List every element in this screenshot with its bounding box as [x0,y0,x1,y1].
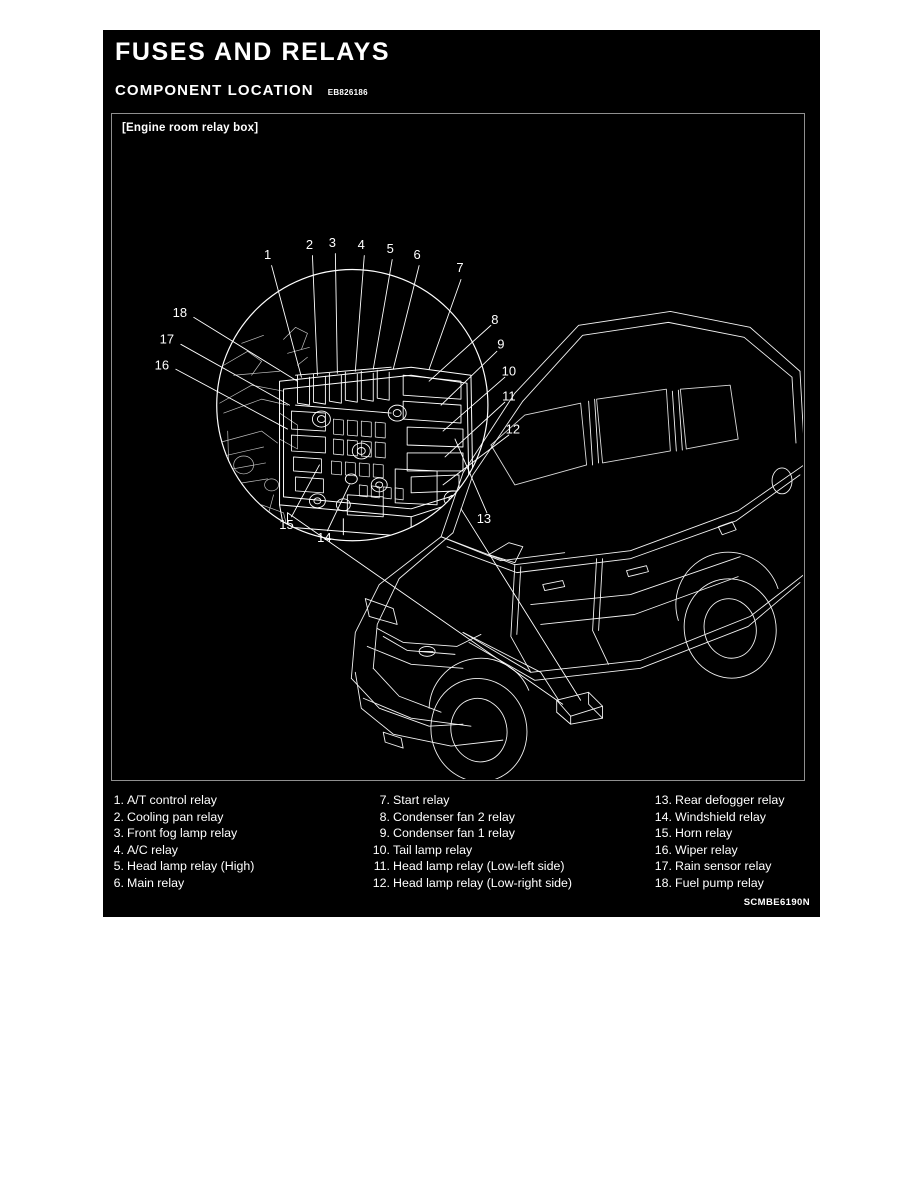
callout-number-2: 2 [306,237,313,252]
legend-item-label: Rain sensor relay [675,859,772,874]
callout-number-6: 6 [414,247,421,262]
legend-item-number: 3. [113,826,124,841]
legend-item-number: 2. [113,809,124,824]
legend: 1. A/T control relay 2. Cooling pan rela… [111,792,811,892]
callout-number-3: 3 [329,235,336,250]
section-title: COMPONENT LOCATION [115,82,314,99]
callout-number-4: 4 [358,237,365,252]
legend-column-1: 1. A/T control relay 2. Cooling pan rela… [111,792,369,892]
callout-number-5: 5 [387,241,394,256]
suv-line-drawing [350,310,803,780]
section-heading-row: COMPONENT LOCATION EB826186 [115,82,368,99]
legend-item-label: Rear defogger relay [675,793,785,807]
legend-item-label: A/T control relay [127,793,217,807]
legend-column-3: 13. Rear defogger relay 14. Windshield r… [651,792,811,892]
section-reference-code: EB826186 [327,88,368,97]
callout-number-8: 8 [491,312,498,327]
content-panel: FUSES AND RELAYS COMPONENT LOCATION EB82… [103,30,820,917]
callout-number-17: 17 [160,332,174,347]
figure-caption: [Engine room relay box] [122,122,259,134]
legend-item: 8. Condenser fan 2 relay [369,809,651,826]
callout-number-9: 9 [497,337,504,352]
callout-number-10: 10 [502,364,516,379]
legend-item: 5. Head lamp relay (High) [111,858,369,875]
legend-item: 14. Windshield relay [651,809,811,826]
legend-item-label: Head lamp relay (High) [127,859,255,874]
callout-number-1: 1 [264,247,271,262]
legend-item-number: 6. [113,875,124,890]
legend-item-label: Start relay [393,793,450,807]
legend-item-number: 14. [654,809,672,824]
legend-item: 12. Head lamp relay (Low-right side) [369,875,651,892]
relay-left-blocks [291,410,326,494]
legend-item-label: Condenser fan 2 relay [393,809,515,824]
callout-number-18: 18 [173,305,187,320]
figure-id: SCMBE6190N [743,897,810,908]
legend-item: 16. Wiper relay [651,842,811,859]
legend-item-number: 15. [654,826,672,841]
legend-item-number: 16. [654,842,672,857]
legend-column-2: 7. Start relay 8. Condenser fan 2 relay … [369,792,651,892]
callout-number-12: 12 [506,421,520,436]
relay-top-row [295,366,392,414]
legend-item-label: Tail lamp relay [393,842,473,857]
legend-item-number: 18. [654,875,672,890]
legend-item: 2. Cooling pan relay [111,809,369,826]
legend-item-number: 17. [654,859,672,874]
legend-item-number: 12. [372,875,390,890]
callout-number-13: 13 [477,511,491,526]
legend-item: 9. Condenser fan 1 relay [369,825,651,842]
relay-box-location-marker [556,691,604,717]
legend-item: 4. A/C relay [111,842,369,859]
legend-item: 15. Horn relay [651,825,811,842]
legend-item-label: Head lamp relay (Low-right side) [393,875,573,890]
callout-number-11: 11 [502,389,515,404]
callout-number-16: 16 [155,358,169,373]
legend-item-number: 4. [113,842,124,857]
legend-item-label: Condenser fan 1 relay [393,826,515,841]
legend-item: 17. Rain sensor relay [651,858,811,875]
callout-number-14: 14 [317,530,331,545]
legend-item-number: 9. [379,826,390,841]
legend-item-label: Main relay [127,875,185,890]
legend-item-label: Cooling pan relay [127,809,224,824]
legend-item: 6. Main relay [111,875,369,892]
legend-item: 10. Tail lamp relay [369,842,651,859]
engine-room-relay-box-detail [217,327,488,541]
callout-number-15: 15 [279,517,293,532]
legend-item-number: 5. [113,859,124,874]
magnifier-circle [216,268,489,542]
legend-item-number: 7. [379,793,390,807]
legend-item-label: Front fog lamp relay [127,826,238,841]
legend-item-number: 8. [379,809,390,824]
fuse-grid [331,418,404,501]
legend-item-label: Windshield relay [675,809,766,824]
legend-item: 11. Head lamp relay (Low-left side) [369,858,651,875]
legend-item: 7. Start relay [369,792,651,809]
legend-item-number: 13. [654,793,672,807]
callout-number-7: 7 [456,260,463,275]
page-title: FUSES AND RELAYS [115,38,391,66]
legend-item-number: 1. [113,793,124,807]
legend-item: 18. Fuel pump relay [651,875,811,892]
legend-item-label: A/C relay [127,842,178,857]
figure-frame: [Engine room relay box] [111,113,805,781]
terminal-posts [308,404,463,512]
legend-item-number: 11. [373,859,390,874]
legend-item: 3. Front fog lamp relay [111,825,369,842]
legend-item-label: Fuel pump relay [675,875,764,890]
legend-item-label: Head lamp relay (Low-left side) [393,859,565,874]
legend-item-label: Wiper relay [675,842,738,857]
legend-item-label: Horn relay [675,826,733,841]
legend-item-number: 10. [372,842,390,857]
legend-item: 1. A/T control relay [111,792,369,809]
magnifier-leader-lines [287,508,582,705]
callout-leader-lines [175,253,510,532]
legend-item: 13. Rear defogger relay [651,792,811,809]
